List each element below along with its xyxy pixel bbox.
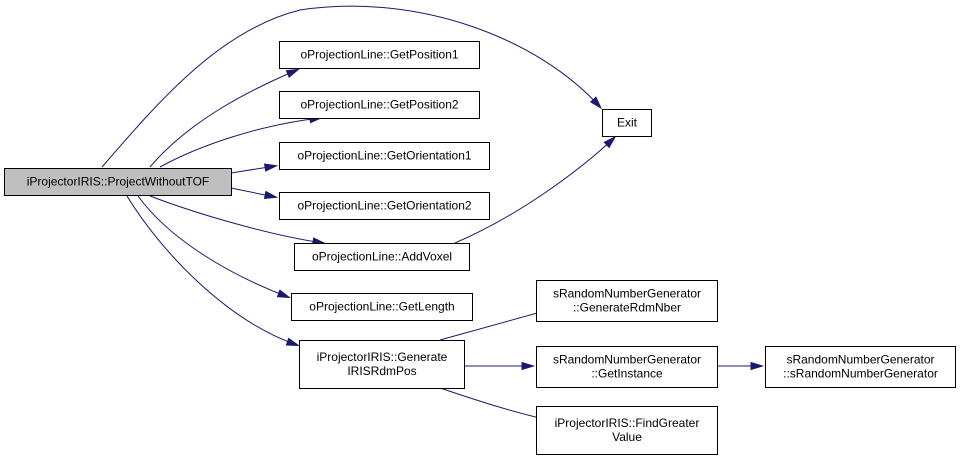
node-box [536, 346, 718, 388]
arrowhead-icon [750, 361, 765, 371]
edge-line [439, 387, 549, 421]
edge-generate-iris-rdm-pos-to-get-instance [465, 361, 536, 371]
arrowhead-icon [263, 190, 279, 199]
node-label: iProjectorIRIS::FindGreater [555, 416, 700, 430]
node-get-position2[interactable]: oProjectionLine::GetPosition2 [279, 91, 480, 119]
node-label: oProjectionLine::GetPosition1 [300, 48, 458, 62]
node-box [4, 168, 232, 196]
edge-line [137, 195, 289, 298]
edge-root-to-get-length [137, 195, 292, 299]
node-box [294, 243, 470, 271]
arrowhead-icon [263, 163, 279, 172]
edge-root-to-generate-iris-rdm-pos [126, 195, 301, 347]
node-label: ::GenerateRdmNber [573, 301, 681, 315]
node-box [279, 91, 480, 119]
edge-line [159, 117, 321, 168]
arrowhead-icon [603, 135, 617, 149]
node-label: oProjectionLine::GetPosition2 [300, 98, 458, 112]
edge-line [149, 195, 324, 244]
node-label: oProjectionLine::GetOrientation1 [297, 149, 471, 163]
edge-line [149, 69, 298, 168]
edge-root-to-get-orientation1 [230, 163, 279, 174]
node-label: oProjectionLine::AddVoxel [312, 250, 452, 264]
edge-line [439, 309, 549, 341]
node-srng-constructor[interactable]: sRandomNumberGenerator::sRandomNumberGen… [765, 346, 956, 388]
edge-add-voxel-to-exit [454, 135, 617, 244]
edge-line [101, 5, 601, 168]
node-add-voxel[interactable]: oProjectionLine::AddVoxel [294, 243, 470, 271]
node-label: Exit [617, 116, 638, 130]
node-label: sRandomNumberGenerator [553, 287, 701, 301]
arrowhead-icon [589, 96, 603, 110]
node-box [536, 280, 718, 322]
node-label: ::GetInstance [591, 367, 663, 381]
node-label: oProjectionLine::GetLength [309, 300, 454, 314]
node-get-length[interactable]: oProjectionLine::GetLength [291, 293, 473, 321]
node-box [765, 346, 956, 388]
node-get-instance[interactable]: sRandomNumberGenerator::GetInstance [536, 346, 718, 388]
node-box [291, 293, 473, 321]
node-label: Value [612, 430, 642, 444]
node-box [279, 192, 490, 220]
nodes-layer: iProjectorIRIS::ProjectWithoutTOFoProjec… [4, 41, 956, 455]
edge-root-to-get-position1 [149, 68, 300, 168]
node-exit[interactable]: Exit [602, 109, 652, 137]
node-get-orientation1[interactable]: oProjectionLine::GetOrientation1 [279, 142, 490, 170]
arrowhead-icon [285, 337, 301, 347]
arrowhead-icon [521, 361, 536, 371]
node-label: iProjectorIRIS::ProjectWithoutTOF [27, 175, 210, 189]
node-root[interactable]: iProjectorIRIS::ProjectWithoutTOF [4, 168, 232, 196]
node-generate-rdm-nber[interactable]: sRandomNumberGenerator::GenerateRdmNber [536, 280, 718, 322]
arrowhead-icon [285, 68, 300, 78]
edge-root-to-exit [101, 5, 603, 168]
edge-generate-iris-rdm-pos-to-find-greater-value [439, 387, 552, 422]
edge-line [126, 195, 298, 346]
node-box [299, 340, 465, 389]
node-box [602, 109, 652, 137]
arrowhead-icon [276, 289, 292, 299]
node-label: sRandomNumberGenerator [786, 353, 934, 367]
edge-get-instance-to-srng-constructor [717, 361, 765, 371]
node-get-position1[interactable]: oProjectionLine::GetPosition1 [279, 41, 480, 69]
edge-line [454, 137, 615, 244]
node-label: ::sRandomNumberGenerator [783, 367, 938, 381]
node-get-orientation2[interactable]: oProjectionLine::GetOrientation2 [279, 192, 490, 220]
node-label: sRandomNumberGenerator [553, 353, 701, 367]
node-box [536, 406, 718, 455]
node-label: oProjectionLine::GetOrientation2 [297, 199, 471, 213]
edge-root-to-get-orientation2 [230, 187, 279, 199]
node-label: iProjectorIRIS::Generate [317, 350, 448, 364]
node-label: IRISRdmPos [347, 364, 416, 378]
node-box [279, 142, 490, 170]
node-box [279, 41, 480, 69]
